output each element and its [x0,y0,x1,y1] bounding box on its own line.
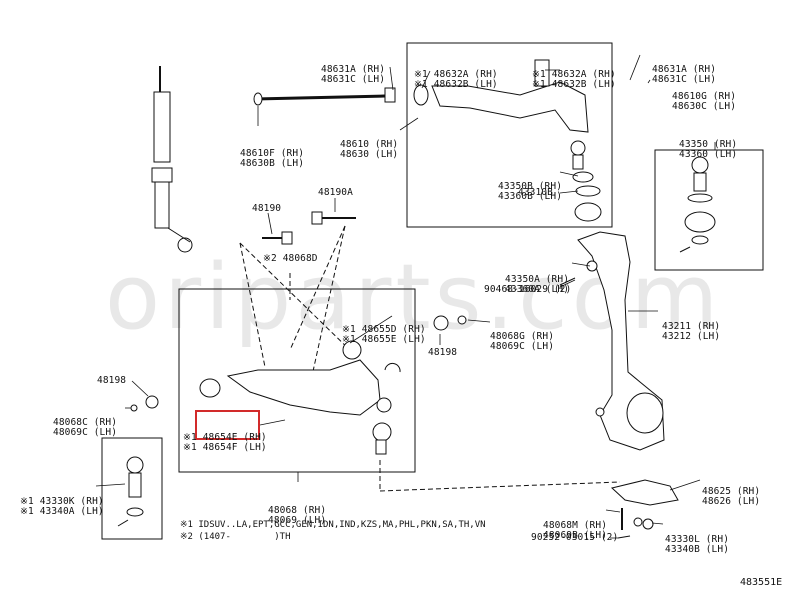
lower-ball-joint-drawing [117,456,144,527]
part-label-48654[interactable]: ※1 48654E (RH)※1 48654F (LH) [183,432,267,453]
stabilizer-rod-drawing [253,87,396,106]
part-label-48190[interactable]: 48190 [252,203,282,214]
upper-ball-joint-box [654,149,764,271]
part-label-48610g[interactable]: 48610G (RH)48630C (LH) [672,91,737,112]
part-label-43310b[interactable]: 43310B [518,187,553,198]
part-label-43211[interactable]: 43211 (RH)43212 (LH) [662,321,721,342]
part-label-48198-left[interactable]: 48198 [97,375,127,386]
knuckle-arm-drawing [610,479,679,539]
lower-arm-drawing [130,315,467,455]
part-label-43350b[interactable]: 43350B (RH)43360B (LH) [498,181,563,202]
part-label-48610[interactable]: 48610 (RH)48630 (LH) [340,139,399,160]
upper-ball-joint-drawing [679,156,716,253]
diagram-id: 483551E [740,577,783,588]
part-label-48068c[interactable]: 48068C (RH)48069C (LH) [53,417,118,438]
part-label-90252[interactable]: 90252-03015 (2) [531,532,619,543]
part-label-90468[interactable]: 90468-16029 (2) [484,284,572,295]
part-label-48632-left[interactable]: ※1 48632A (RH)※1 48632B (LH) [414,69,498,90]
part-label-48625[interactable]: 48625 (RH)48626 (LH) [702,486,761,507]
part-label-48632-right[interactable]: ※1 48632A (RH)※1 48632B (LH) [532,69,616,90]
upper-arm-drawing [413,59,602,222]
part-label-43350a[interactable]: 43350A (RH)43360A (LH) [505,274,570,295]
part-label-48068d[interactable]: ※2 48068D [263,253,318,264]
part-label-43330l[interactable]: 43330L (RH)43340B (LH) [665,534,730,555]
part-label-48631-right[interactable]: 48631A (RH)48631C (LH) [652,64,717,85]
part-label-43330k[interactable]: ※1 43330K (RH)※1 43340A (LH) [20,496,104,517]
part-label-48068m[interactable]: 48068M (RH)48069B (LH) [543,520,608,541]
lower-ball-joint-box [101,437,163,540]
upper-arm-group-box [406,42,613,228]
bolt-48190-drawing [262,211,356,245]
lower-arm-group-box [178,288,416,473]
part-label-48068g[interactable]: 48068G (RH)48069C (LH) [490,331,555,352]
footnote-2: ※2 (1407- )TH [180,532,291,542]
part-label-48068[interactable]: 48068 (RH)48069 (LH) [268,505,327,526]
part-label-48198-mid[interactable]: 48198 [428,347,458,358]
guide-lines [239,225,621,492]
leader-lines [95,54,716,539]
part-label-43350[interactable]: 43350 (RH)43360 (LH) [679,139,738,160]
part-label-48655[interactable]: ※1 48655D (RH)※1 48655E (LH) [342,324,426,345]
part-label-48190a[interactable]: 48190A [318,187,353,198]
shock-absorber-drawing [151,66,193,253]
steering-knuckle-drawing [559,231,665,451]
footnote-1: ※1 IDSUV..LA,EPT,GCC,GEN,IDN,IND,KZS,MA,… [180,520,486,530]
highlighted-part-48654 [195,410,260,440]
part-label-48631-top[interactable]: 48631A (RH)48631C (LH) [321,64,386,85]
part-label-48610f[interactable]: 48610F (RH)48630B (LH) [240,148,305,169]
